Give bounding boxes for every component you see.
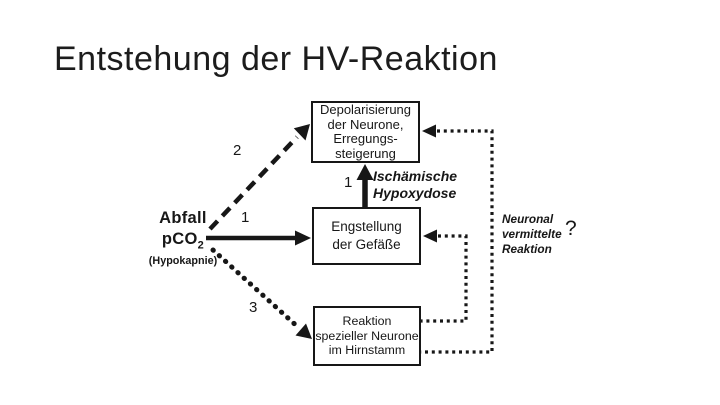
annotation-neuronal-vermittelte-reaktion: Neuronal vermittelte Reaktion xyxy=(502,212,562,256)
node-reaktion: Reaktion spezieller Neurone im Hirnstamm xyxy=(313,306,421,366)
source-label-formula: pCO2 xyxy=(161,230,205,252)
slide-title: Entstehung der HV-Reaktion xyxy=(54,40,498,78)
arrow-path1-horizontal-icon xyxy=(206,230,311,246)
arrow-path3-dotted-icon xyxy=(210,247,312,339)
feedback-outer-dotted-icon xyxy=(421,124,494,354)
arrow-path1-vertical-icon xyxy=(356,164,374,207)
source-label-line1: Abfall xyxy=(159,209,207,227)
node-engstellung: Engstellung der Gefäße xyxy=(312,207,421,265)
arrow-path2-dashed-icon xyxy=(208,124,310,231)
edge-label-2: 2 xyxy=(233,142,242,159)
edge-label-3: 3 xyxy=(249,299,258,316)
node-depolarisierung: Depolarisierung der Neurone, Erregungs- … xyxy=(311,101,420,163)
edge-label-1-vertical: 1 xyxy=(344,174,353,191)
source-label: Abfall pCO2 xyxy=(143,208,223,256)
annotation-question-mark: ? xyxy=(565,217,577,240)
annotation-ischaemische-hypoxydose: Ischämische Hypoxydose xyxy=(373,168,458,201)
source-note: (Hypokapnie) xyxy=(148,255,218,267)
feedback-inner-dotted-icon xyxy=(421,229,468,323)
edge-label-1-horizontal: 1 xyxy=(241,209,250,226)
